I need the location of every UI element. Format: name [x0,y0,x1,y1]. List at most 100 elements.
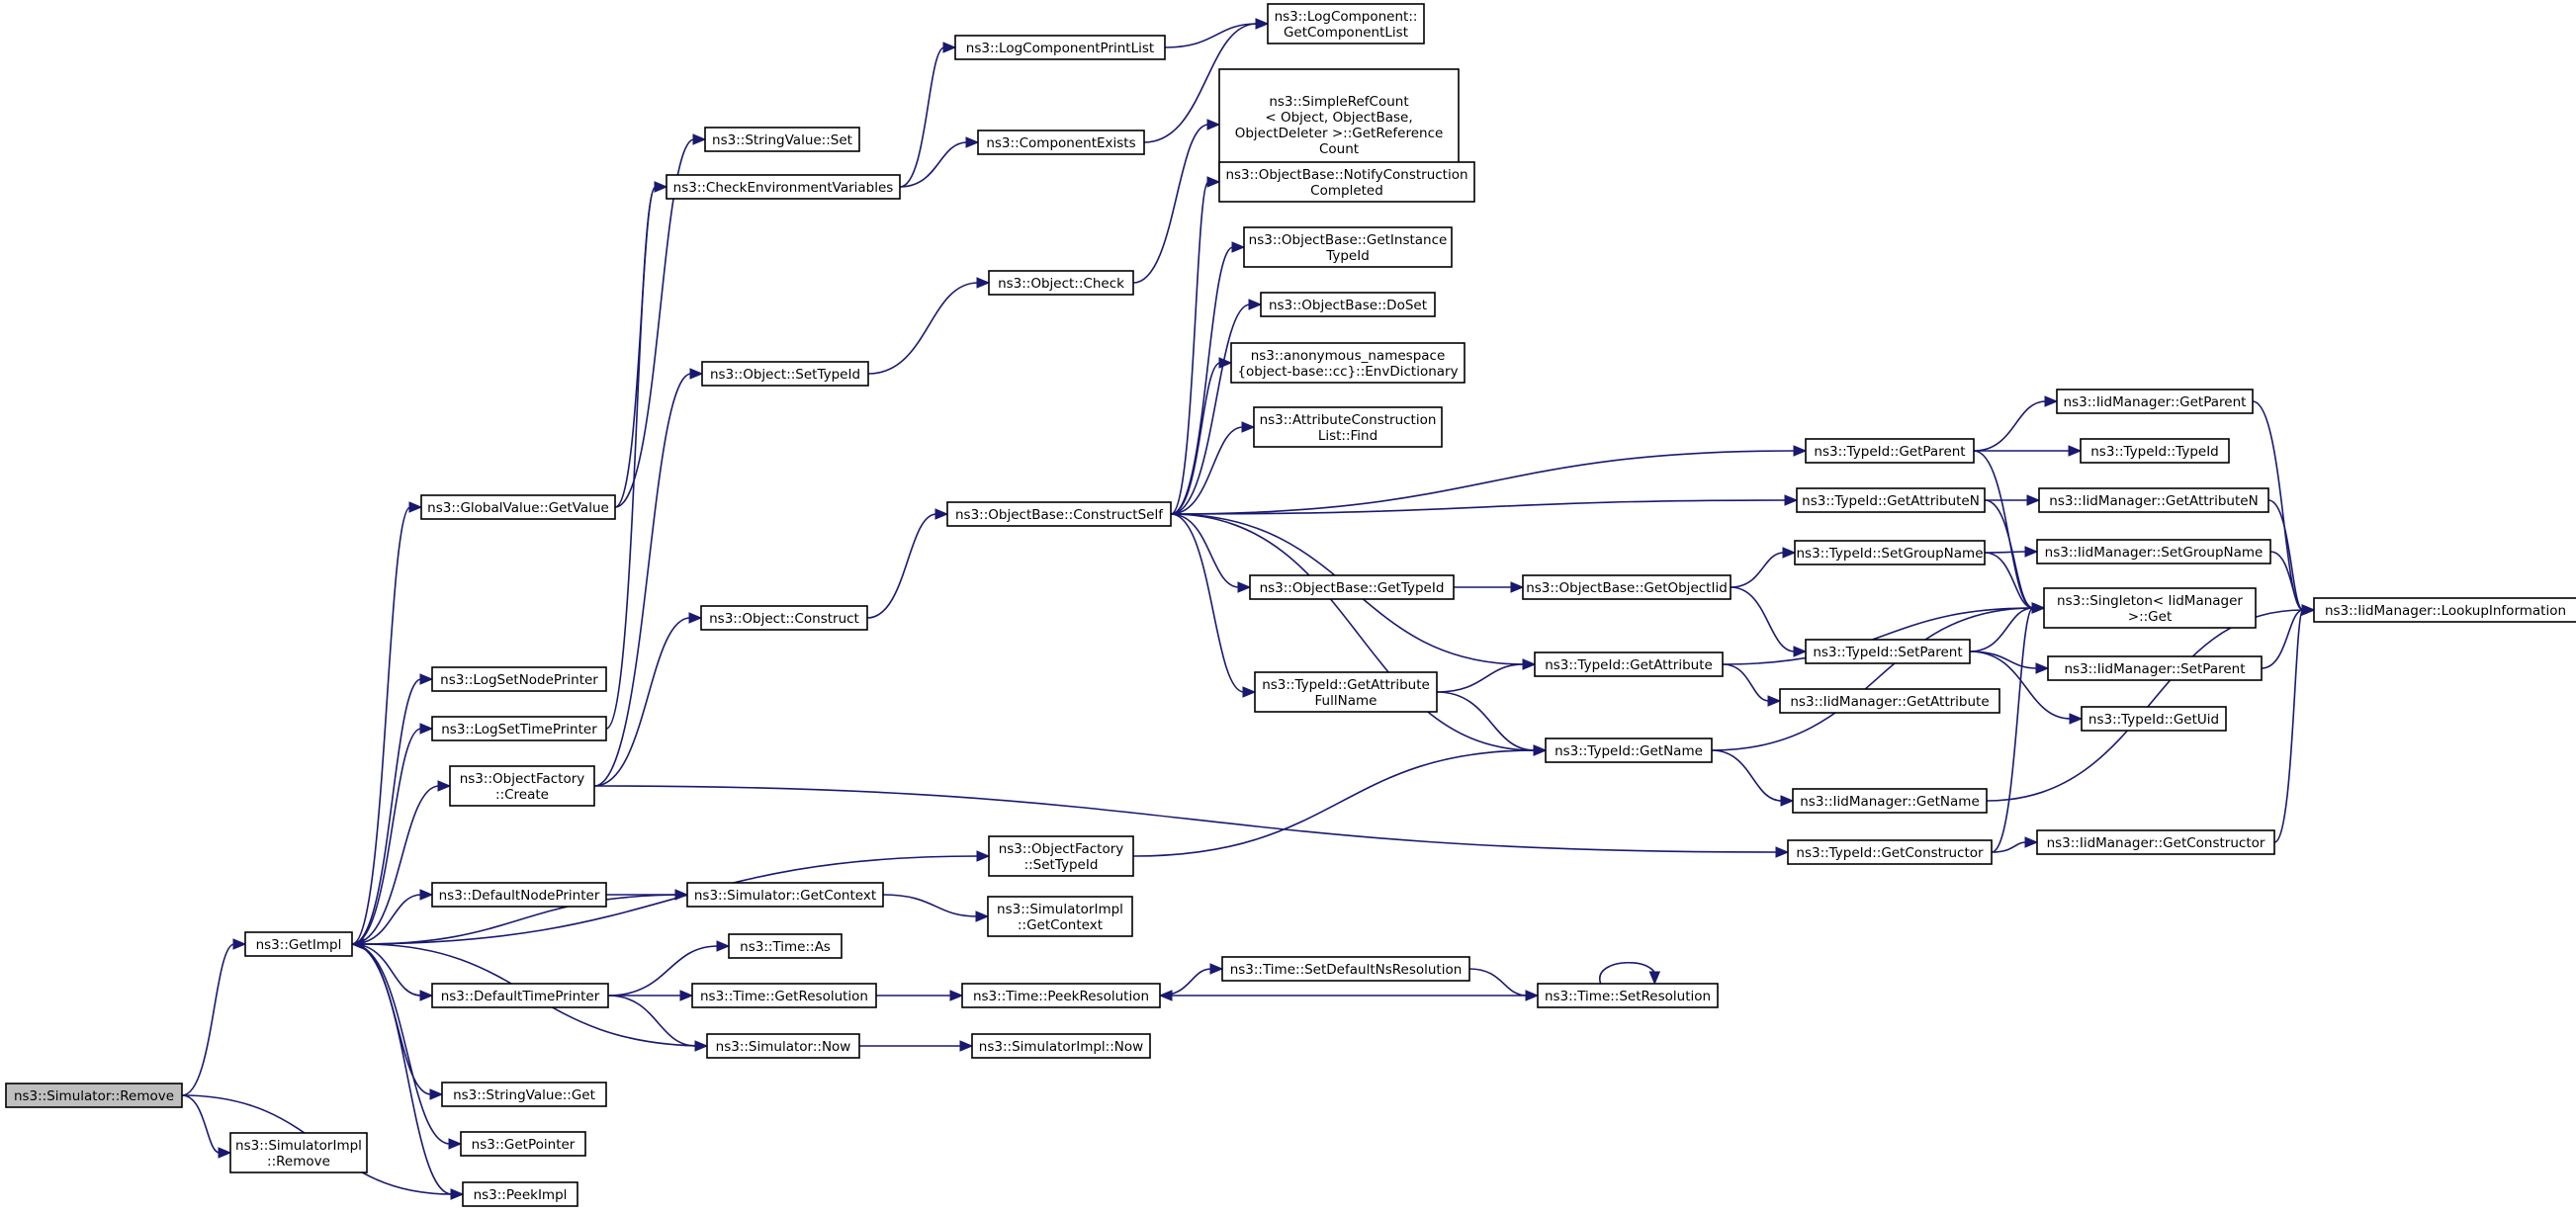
node-iidgetattribute[interactable]: ns3::IidManager::GetAttribute [1779,688,2000,714]
node-label: ns3::SimulatorImpl::Now [979,1039,1143,1055]
node-timepeekres[interactable]: ns3::Time::PeekResolution [961,983,1161,1008]
node-simimplremove[interactable]: ns3::SimulatorImpl::Remove [229,1132,368,1173]
edge-ofsettypeid-to-tidgetname [1132,744,1548,857]
node-compexists[interactable]: ns3::ComponentExists [977,130,1145,155]
node-box [1249,574,1455,600]
node-label: ns3::DefaultTimePrinter [441,989,600,1004]
node-logsetnode[interactable]: ns3::LogSetNodePrinter [431,666,607,692]
node-iidgetparent[interactable]: ns3::IidManager::GetParent [2056,389,2254,414]
node-timegetres[interactable]: ns3::Time::GetResolution [691,983,877,1008]
node-tidgetattribute[interactable]: ns3::TypeId::GetAttribute [1534,651,1724,677]
node-iidlookup[interactable]: ns3::IidManager::LookupInformation [2313,597,2576,623]
node-simnow[interactable]: ns3::Simulator::Now [706,1033,860,1059]
node-setdefaultnsres[interactable]: ns3::Time::SetDefaultNsResolution [1221,956,1470,982]
node-box [1221,956,1470,982]
node-label: ns3::TypeId::TypeId [2090,444,2219,460]
node-logsettime[interactable]: ns3::LogSetTimePrinter [431,716,607,741]
node-box [1805,639,1971,664]
node-tidsetparent[interactable]: ns3::TypeId::SetParent [1805,639,1971,664]
node-box [701,361,869,387]
edge-tidgetparent-to-iidgetparent [1973,395,2059,452]
edge-tidsetparent-to-tidgetuid [1969,650,2084,725]
node-simgetcontext[interactable]: ns3::Simulator::GetContext [686,882,884,908]
node-tidgetconstructor[interactable]: ns3::TypeId::GetConstructor [1787,839,1993,865]
node-envdict[interactable]: ns3::anonymous_namespace{object-base::cc… [1230,342,1466,384]
node-box [1787,839,1993,865]
node-singletonget[interactable]: ns3::Singleton< IidManager>::Get [2043,587,2257,629]
node-doset[interactable]: ns3::ObjectBase::DoSet [1260,292,1436,317]
node-peekimpl[interactable]: ns3::PeekImpl [462,1181,578,1207]
node-box [686,882,884,908]
node-constructself[interactable]: ns3::ObjectBase::ConstructSelf [946,501,1172,527]
edge-constructself-to-obgettypeid [1170,513,1252,593]
node-iidgetconstructor[interactable]: ns3::IidManager::GetConstructor [2036,829,2275,855]
node-label: ns3::IidManager::SetGroupName [2045,545,2264,561]
node-box [666,174,901,200]
node-tidgetuid[interactable]: ns3::TypeId::GetUid [2081,706,2227,732]
node-box [462,1181,578,1207]
node-stringget[interactable]: ns3::StringValue::Get [441,1082,607,1107]
node-label: Count [1319,141,1359,157]
node-getimpl[interactable]: ns3::GetImpl [244,931,353,957]
node-box [728,933,843,959]
node-iidgetname[interactable]: ns3::IidManager::GetName [1792,788,1988,814]
node-tidsetgroupname[interactable]: ns3::TypeId::SetGroupName [1794,540,1986,565]
node-label: ns3::Simulator::Now [716,1039,851,1055]
node-obgettypeid[interactable]: ns3::ObjectBase::GetTypeId [1249,574,1455,600]
node-label: ns3::TypeId::SetParent [1813,645,1962,660]
node-tidtypeid[interactable]: ns3::TypeId::TypeId [2080,438,2230,464]
node-label: ns3::TypeId::GetParent [1814,444,1965,460]
node-logcompprintlist[interactable]: ns3::LogComponentPrintList [954,35,1166,60]
node-deftimeprinter[interactable]: ns3::DefaultTimePrinter [431,983,609,1008]
node-notifyconstruct[interactable]: ns3::ObjectBase::NotifyConstructionCompl… [1218,161,1475,203]
node-tidgetattrn[interactable]: ns3::TypeId::GetAttributeN [1796,487,1986,513]
node-label: ns3::ObjectBase::NotifyConstruction [1225,167,1467,183]
node-tidgetparent[interactable]: ns3::TypeId::GetParent [1805,438,1975,464]
node-globalvalue[interactable]: ns3::GlobalValue::GetValue [420,494,616,520]
edge-getobjectiid-to-tidsetgroupname [1730,547,1797,588]
node-tidgetname[interactable]: ns3::TypeId::GetName [1545,737,1713,763]
node-iidsetgroupname[interactable]: ns3::IidManager::SetGroupName [2036,539,2271,564]
node-label: ns3::Object::Construct [709,611,859,627]
node-stringset[interactable]: ns3::StringValue::Set [704,127,860,152]
node-getpointer[interactable]: ns3::GetPointer [460,1131,586,1157]
node-remove[interactable]: ns3::Simulator::Remove [5,1083,183,1108]
node-label: ns3::TypeId::GetName [1554,743,1703,759]
node-iidsetparent[interactable]: ns3::IidManager::SetParent [2047,655,2263,681]
node-box [971,1033,1151,1059]
node-objcheck[interactable]: ns3::Object::Check [988,270,1134,296]
node-label: ns3::Object::SetTypeId [710,367,860,383]
node-simimplnow[interactable]: ns3::SimulatorImpl::Now [971,1033,1151,1059]
node-defnodeprinter[interactable]: ns3::DefaultNodePrinter [431,882,607,908]
node-label: ns3::Object::Check [998,276,1124,292]
edge-timegetres-to-timepeekres [876,990,964,1001]
edge-constructself-to-tidgetparent [1170,445,1808,515]
node-label: ns3::LogSetTimePrinter [441,722,597,737]
node-ofcreate[interactable]: ns3::ObjectFactory::Create [449,765,595,807]
node-objsettypeid[interactable]: ns3::Object::SetTypeId [701,361,869,387]
node-label: ns3::ObjectBase::GetInstance [1249,232,1448,248]
node-objconstruct[interactable]: ns3::Object::Construct [700,605,868,631]
node-iidgetattrn[interactable]: ns3::IidManager::GetAttributeN [2038,487,2269,513]
node-timesetres[interactable]: ns3::Time::SetResolution [1537,983,1719,1008]
node-label: ns3::LogComponent:: [1275,9,1418,25]
node-label: ::SetTypeId [1024,857,1099,873]
node-box [1537,983,1719,1008]
node-getcomplist[interactable]: ns3::LogComponent::GetComponentList [1267,3,1425,44]
edge-constructself-to-tidgetattrn [1170,494,1799,515]
node-box [2036,539,2271,564]
node-ofsettypeid[interactable]: ns3::ObjectFactory::SetTypeId [988,835,1134,877]
node-label: ns3::AttributeConstruction [1260,412,1437,428]
node-simimplgetcontext[interactable]: ns3::SimulatorImpl::GetContext [987,896,1133,937]
edge-tidgetname-to-iidgetname [1711,749,1795,807]
node-label: ::GetContext [1018,917,1103,933]
node-getobjectiid[interactable]: ns3::ObjectBase::GetObjectIid [1522,574,1732,600]
node-box [1267,3,1425,44]
edge-checkenv-to-logcompprintlist [899,42,957,188]
node-timeas[interactable]: ns3::Time::As [728,933,843,959]
node-checkenv[interactable]: ns3::CheckEnvironmentVariables [666,174,901,200]
node-box [5,1083,183,1108]
